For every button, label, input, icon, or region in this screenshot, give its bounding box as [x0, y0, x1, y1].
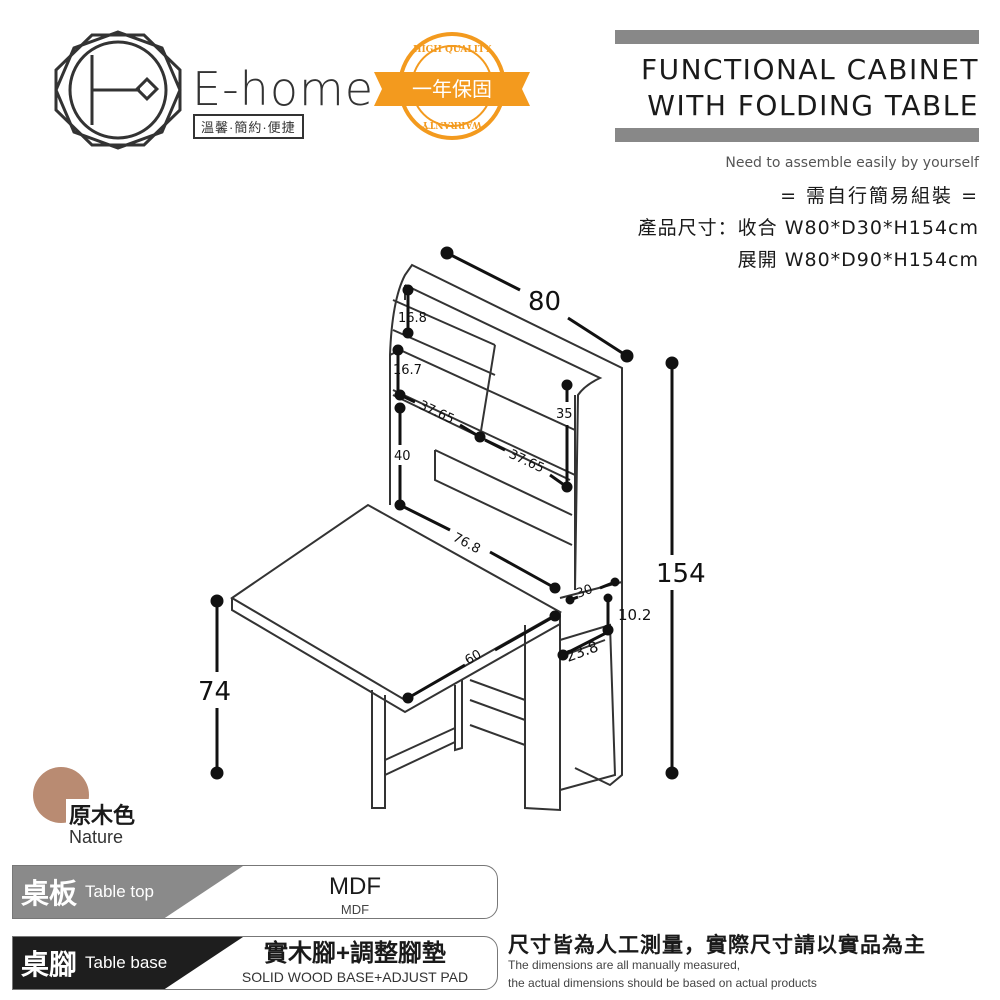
brand-tagline: 溫馨·簡約·便捷 — [193, 114, 304, 139]
material-label-en: Table base — [85, 953, 168, 972]
material-value-en: SOLID WOOD BASE+ADJUST PAD — [241, 969, 469, 985]
dim-cabinet-depth: 30 — [574, 582, 595, 602]
badge-top-text: HIGH QUALITY — [413, 45, 492, 55]
assembly-note-zh: = 需自行簡易組裝 = — [780, 185, 979, 207]
title-line-2: WITH FOLDING TABLE — [647, 89, 979, 122]
size-folded-value: 收合 W80*D30*H154cm — [737, 217, 979, 239]
dim-shelf-height-35: 35 — [556, 407, 573, 422]
dim-base-width: 23.8 — [563, 637, 601, 665]
dim-table-height: 74 — [198, 677, 231, 707]
dim-shelf-height-40: 40 — [394, 449, 411, 464]
material-value: MDF — [329, 873, 381, 900]
size-label: 產品尺寸： — [637, 217, 738, 239]
dim-width: 80 — [528, 287, 561, 317]
material-label-zh: 桌板 — [21, 878, 78, 909]
material-row-table-base: 桌腳 Table base 實木腳+調整腳墊 SOLID WOOD BASE+ADJ… — [12, 936, 498, 990]
material-value: 實木腳+調整腳墊 — [263, 940, 446, 967]
warranty-badge-icon: 一年保固 HIGH QUALITY WARRANTY — [374, 32, 530, 140]
cabinet-outline — [230, 263, 623, 812]
dim-height: 154 — [656, 559, 706, 589]
cabinet-dimension-drawing: 80 154 74 16.8 16.7 37.65 37.65 35 40 76… — [198, 246, 706, 812]
measurement-note-en-1: The dimensions are all manually measured… — [508, 958, 741, 972]
material-label-en: Table top — [85, 882, 155, 901]
dim-second-shelf: 16.7 — [393, 363, 422, 378]
dim-base-height: 10.2 — [618, 606, 651, 624]
dim-shelf-width-1: 37.65 — [416, 398, 456, 427]
material-label-zh: 桌腳 — [21, 949, 78, 980]
title-line-1: FUNCTIONAL CABINET — [640, 53, 979, 86]
brand-name: E-home — [192, 62, 375, 116]
color-name-en: Nature — [69, 827, 124, 847]
measurement-note-zh: 尺寸皆為人工測量，實際尺寸請以實品為主 — [508, 933, 926, 957]
assembly-note-en: Need to assemble easily by yourself — [725, 155, 979, 171]
product-title: FUNCTIONAL CABINET WITH FOLDING TABLE — [615, 52, 979, 124]
badge-bottom-text: WARRANTY — [422, 119, 483, 129]
title-bar-bottom — [615, 128, 979, 142]
material-row-table-top: 桌板 Table top MDF MDF — [12, 865, 498, 919]
dim-table-depth: 60 — [463, 647, 485, 668]
size-folded: 產品尺寸：收合 W80*D30*H154cm — [638, 213, 979, 240]
measurement-note-en-2: the actual dimensions should be based on… — [508, 976, 817, 990]
size-unfolded: 展開 W80*D90*H154cm — [737, 249, 979, 271]
dimension-lines — [210, 246, 679, 780]
title-bar-top — [615, 30, 979, 44]
dim-top-shelf: 16.8 — [398, 311, 427, 326]
color-name-zh: 原木色 — [69, 804, 136, 829]
badge-ribbon-text: 一年保固 — [412, 77, 492, 101]
ehome-logo-icon — [54, 30, 182, 150]
material-value-en: MDF — [340, 902, 370, 917]
